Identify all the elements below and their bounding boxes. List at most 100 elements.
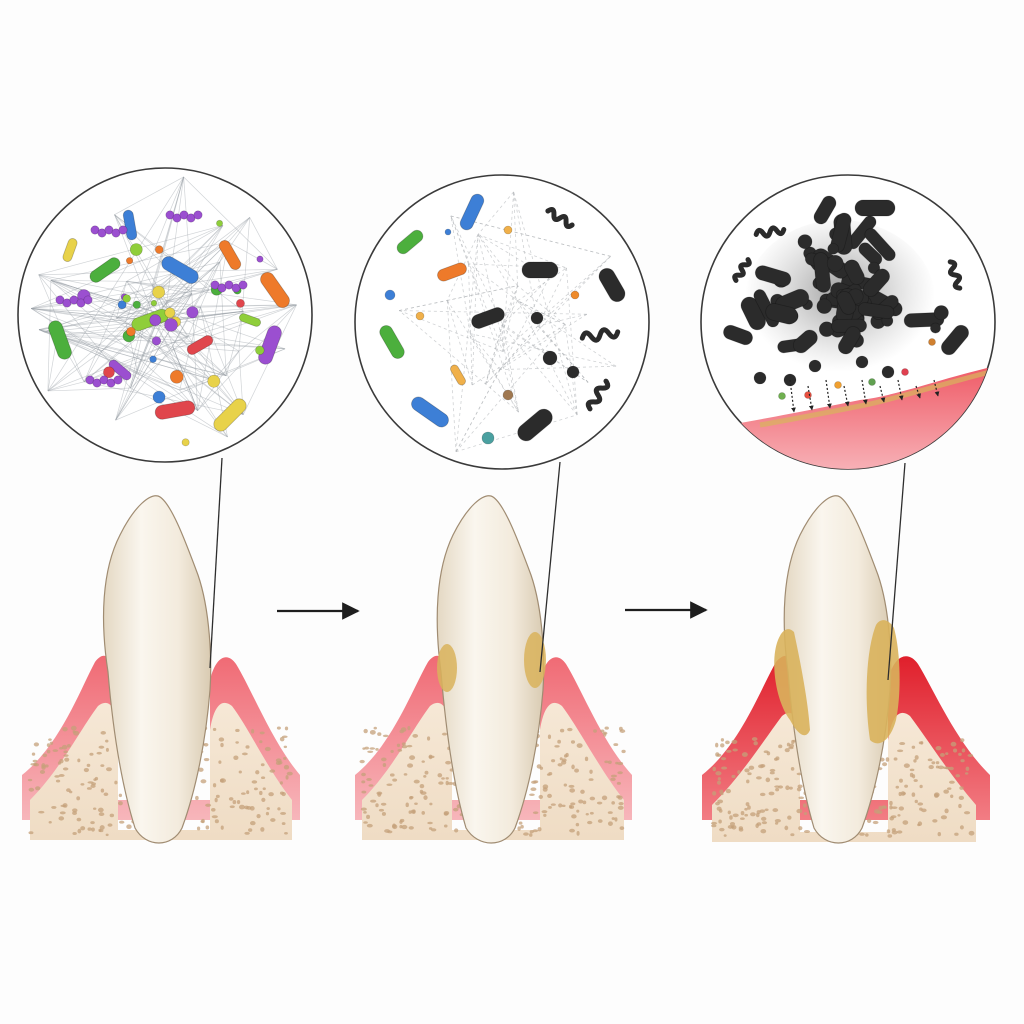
bone-pore	[804, 830, 810, 833]
bone-pore	[69, 791, 72, 794]
bone-pore	[920, 741, 923, 744]
bone-pore	[548, 806, 552, 809]
bacteria-coccus-icon	[482, 432, 494, 444]
bone-pore	[717, 807, 722, 811]
bone-pore	[775, 788, 779, 792]
bone-pore	[286, 775, 289, 779]
bone-pore	[571, 814, 577, 818]
bone-pore	[421, 811, 425, 815]
bone-pore	[73, 731, 76, 733]
bone-pore	[235, 741, 239, 743]
bone-pore	[784, 826, 788, 831]
bone-pore	[387, 830, 392, 833]
bone-pore	[945, 752, 948, 755]
bone-pore	[960, 738, 964, 742]
bone-pore	[266, 812, 269, 816]
bacteria-coccus-icon	[779, 393, 786, 400]
bacteria-coccus-icon	[153, 391, 165, 403]
bone-pore	[717, 781, 721, 785]
bone-pore	[557, 740, 561, 744]
bone-pore	[363, 821, 368, 824]
bone-pore	[560, 757, 563, 760]
bacteria-coccus-icon	[216, 220, 222, 226]
bone-pore	[532, 829, 538, 832]
bone-pore	[585, 757, 588, 762]
bone-pore	[617, 771, 623, 774]
bacteria-coccus-icon	[165, 318, 178, 331]
bone-pore	[803, 803, 807, 807]
bone-pore	[59, 759, 63, 764]
bone-pore	[242, 753, 248, 756]
bone-pore	[215, 798, 218, 803]
bone-pore	[618, 806, 624, 810]
bone-pore	[383, 763, 386, 767]
bone-pore	[283, 757, 286, 760]
bone-pore	[453, 808, 459, 812]
bone-pore	[718, 819, 722, 823]
bone-pore	[254, 787, 258, 790]
bone-pore	[281, 792, 286, 796]
bone-pore	[80, 783, 84, 785]
bone-pore	[562, 805, 566, 807]
bone-pore	[237, 800, 240, 804]
bacteria-coccus-icon	[130, 244, 142, 256]
bone-pore	[570, 805, 575, 808]
bone-pore	[28, 831, 33, 834]
bacteria-coccus-icon	[194, 211, 202, 219]
bone-pore	[87, 827, 91, 830]
bone-pore	[934, 792, 940, 797]
bone-pore	[753, 741, 758, 745]
bone-pore	[590, 797, 595, 801]
bone-pore	[375, 803, 378, 807]
bone-pore	[798, 826, 802, 830]
microbiome-zoom-circle	[700, 175, 1000, 480]
bone-pore	[560, 729, 564, 733]
bone-pore	[593, 729, 597, 732]
bone-pore	[744, 814, 748, 817]
bone-pore	[54, 775, 59, 778]
bone-pore	[420, 790, 423, 794]
bone-pore	[569, 788, 575, 792]
bone-pore	[285, 726, 288, 730]
bone-pore	[744, 808, 747, 811]
bone-pore	[100, 825, 105, 830]
bone-pore	[72, 808, 77, 812]
bone-pore	[732, 740, 738, 744]
bone-pore	[423, 795, 427, 800]
bone-pore	[29, 788, 34, 792]
bone-pore	[891, 815, 897, 818]
bone-pore	[63, 803, 68, 808]
bacteria-coccus-icon	[445, 229, 451, 235]
bone-pore	[554, 745, 559, 747]
bone-pore	[621, 750, 625, 753]
bone-pore	[894, 757, 898, 760]
bone-pore	[398, 749, 403, 752]
bone-pore	[910, 773, 914, 777]
bone-pore	[611, 775, 617, 778]
bone-pore	[721, 757, 726, 760]
bone-pore	[912, 792, 916, 797]
bone-pore	[361, 773, 366, 777]
bone-pore	[877, 810, 882, 814]
bone-pore	[757, 822, 762, 826]
bone-pore	[966, 767, 970, 771]
bone-pore	[865, 833, 869, 836]
bone-pore	[72, 832, 76, 835]
bone-pore	[431, 828, 436, 831]
bone-pore	[542, 810, 548, 813]
bone-pore	[119, 794, 122, 797]
bone-pore	[941, 815, 947, 819]
bacteria-coccus-icon	[504, 226, 512, 234]
bone-pore	[618, 802, 623, 805]
bone-pore	[910, 769, 915, 772]
bone-pore	[427, 822, 433, 825]
bone-pore	[788, 747, 793, 750]
bone-pore	[772, 808, 778, 812]
bone-pore	[374, 727, 377, 730]
bone-pore	[746, 802, 750, 806]
bone-pore	[206, 825, 210, 829]
bone-pore	[100, 764, 104, 767]
bone-pore	[392, 778, 397, 781]
bone-pore	[947, 787, 951, 790]
bone-pore	[269, 769, 275, 772]
